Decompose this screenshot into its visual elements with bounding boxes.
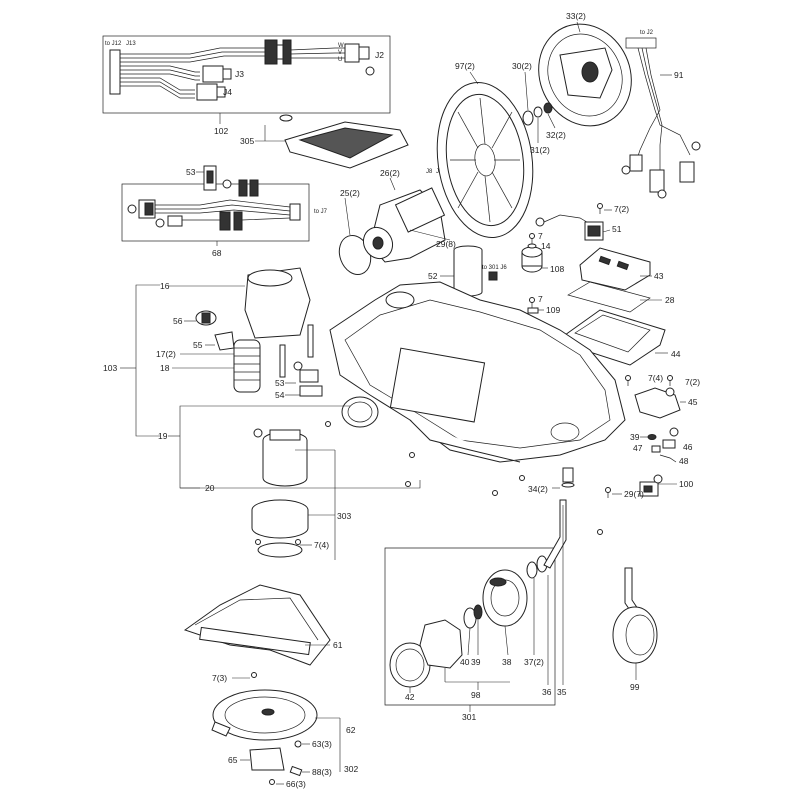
label-39a: 39 [630, 432, 640, 442]
label-j4: J4 [223, 87, 232, 97]
pin-v-j2: V [338, 50, 342, 56]
label-to-j7: to J7 [314, 209, 328, 215]
label-99: 99 [630, 682, 640, 692]
label-53b: 53 [275, 378, 285, 388]
right-side-parts: 7(4) 7(2) 45 39 46 47 48 100 29(7) 34(2) [528, 373, 700, 499]
label-31: 31(2) [530, 145, 550, 155]
label-29-7: 29(7) [624, 489, 644, 499]
label-7a: 7 [538, 231, 543, 241]
wiring-harness-68: 53 to J7 68 [121, 165, 328, 258]
label-53: 53 [186, 167, 196, 177]
label-7-2b: 7(2) [685, 377, 700, 387]
small-parts-center: 52 to 301 J6 108 7 14 7 109 [428, 231, 564, 315]
label-44: 44 [671, 349, 681, 359]
label-42: 42 [405, 692, 415, 702]
label-37: 37(2) [524, 657, 544, 667]
label-55: 55 [193, 340, 203, 350]
label-52: 52 [428, 271, 438, 281]
label-j2: J2 [375, 50, 384, 60]
label-38: 38 [502, 657, 512, 667]
label-to-j2: to J2 [640, 30, 654, 36]
label-36: 36 [542, 687, 552, 697]
screws [325, 421, 603, 535]
label-65: 65 [228, 755, 238, 765]
label-20: 20 [205, 483, 215, 493]
pin-w-j2: W [338, 43, 344, 49]
label-46: 46 [683, 442, 693, 452]
label-100: 100 [679, 479, 693, 489]
label-66: 66(3) [286, 779, 306, 789]
label-40: 40 [460, 657, 470, 667]
label-48: 48 [679, 456, 689, 466]
label-7b: 7 [538, 294, 543, 304]
label-97: 97(2) [455, 61, 475, 71]
label-305: 305 [240, 136, 254, 146]
label-34: 34(2) [528, 484, 548, 494]
label-91: 91 [674, 70, 684, 80]
label-303: 303 [337, 511, 351, 521]
wheel-hub-cover-33: 33(2) 30(2) 32(2) 31(2) [512, 11, 632, 155]
label-103: 103 [103, 363, 117, 373]
cutting-deck-parts: 61 7(3) 62 63(3) 65 88(3) 302 66(3) [183, 584, 358, 789]
label-62: 62 [346, 725, 356, 735]
label-7-2a: 7(2) [614, 204, 629, 214]
label-17: 17(2) [156, 349, 176, 359]
label-302: 302 [344, 764, 358, 774]
label-109: 109 [546, 305, 560, 315]
label-98: 98 [471, 690, 481, 700]
chassis-body [329, 281, 626, 463]
label-7-3: 7(3) [212, 673, 227, 683]
label-108: 108 [550, 264, 564, 274]
label-39b: 39 [471, 657, 481, 667]
label-45: 45 [688, 397, 698, 407]
label-7-4a: 7(4) [648, 373, 663, 383]
label-7-4b: 7(4) [314, 540, 329, 550]
label-19: 19 [158, 431, 168, 441]
drive-wheel-97: 97(2) [436, 61, 534, 239]
label-30: 30(2) [512, 61, 532, 71]
rear-wheel-assembly-301: 301 42 98 40 39 38 37(2) 36 35 [384, 499, 567, 722]
label-56: 56 [173, 316, 183, 326]
drive-motor-26: 25(2) 26(2) J8 J9 29(8) [338, 168, 456, 275]
pin-u-j2: U [338, 57, 342, 63]
front-caster-99: 99 [612, 567, 658, 692]
label-68: 68 [212, 248, 222, 258]
label-29-8: 29(8) [436, 239, 456, 249]
label-j13: J13 [126, 41, 136, 47]
label-33: 33(2) [566, 11, 586, 21]
battery-tray-305: 305 [240, 114, 409, 169]
label-j8: J8 [426, 169, 433, 175]
blade-motor-assembly-103: 103 16 56 55 17(2) 18 53 54 [103, 267, 421, 560]
label-301: 301 [462, 712, 476, 722]
label-47: 47 [633, 443, 643, 453]
label-j3: J3 [235, 69, 244, 79]
label-54: 54 [275, 390, 285, 400]
label-63: 63(3) [312, 739, 332, 749]
label-51: 51 [612, 224, 622, 234]
label-28: 28 [665, 295, 675, 305]
label-25: 25(2) [340, 188, 360, 198]
label-26: 26(2) [380, 168, 400, 178]
label-14: 14 [541, 241, 551, 251]
label-35: 35 [557, 687, 567, 697]
label-43: 43 [654, 271, 664, 281]
label-to-j12: to J12 [105, 41, 122, 47]
label-102: 102 [214, 126, 228, 136]
cable-harness-91: to J2 91 [621, 30, 701, 199]
label-to-j6: to 301 J6 [482, 265, 507, 271]
label-32: 32(2) [546, 130, 566, 140]
label-61: 61 [333, 640, 343, 650]
label-88: 88(3) [312, 767, 332, 777]
label-16: 16 [160, 281, 170, 291]
wiring-harness-102: to J12 J13 W V U J2 J3 [102, 35, 391, 136]
label-18: 18 [160, 363, 170, 373]
